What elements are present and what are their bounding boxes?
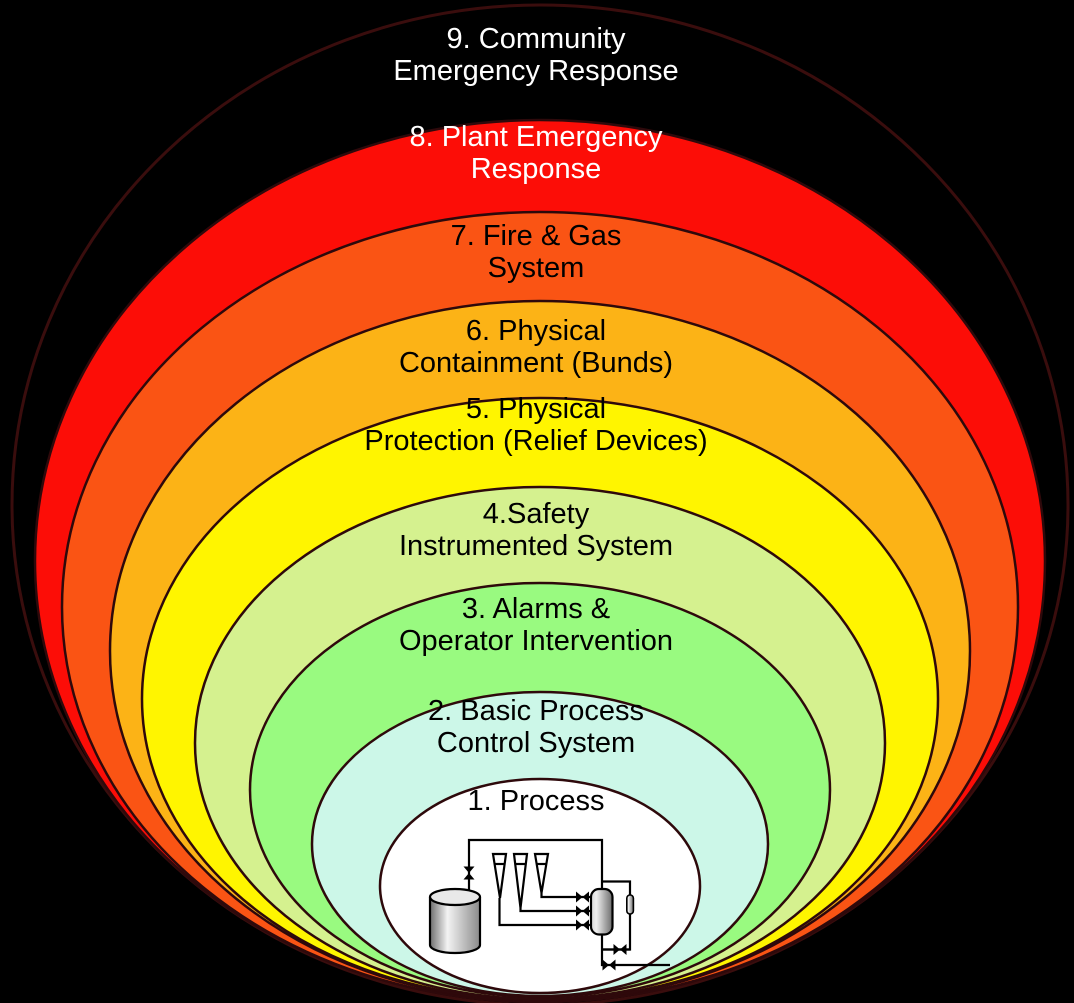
layer-8-label: 8. Plant Emergency Response [409, 121, 662, 185]
valve-icon [602, 959, 616, 971]
layer-label-line: 5. Physical [465, 393, 607, 425]
layer-7-label: 7. Fire & Gas System [451, 220, 622, 284]
process-vessel-icon [589, 887, 614, 936]
valve-icon [576, 891, 589, 903]
layer-label-line: Emergency Response [393, 55, 679, 87]
cyclone-hopper-icon [512, 852, 529, 909]
valve-icon [463, 866, 475, 880]
valve-icon [613, 944, 627, 955]
layer-label-line: 6. Physical [465, 315, 607, 347]
layer-label-line: 3. Alarms & [461, 593, 611, 625]
layer-label-line: Operator Intervention [398, 625, 674, 657]
storage-tank-icon [428, 887, 482, 955]
layer-3-label: 3. Alarms & Operator Intervention [399, 593, 673, 657]
layer-label-line: 2. Basic Process [428, 695, 644, 727]
layer-label-line: 7. Fire & Gas [450, 220, 622, 252]
onion-rings [10, 3, 1070, 1003]
layer-label-line: 4.Safety [482, 498, 590, 530]
layer-2-label: 2. Basic Process Control System [428, 695, 644, 759]
valve-icon [576, 905, 589, 917]
layer-6-label: 6. Physical Containment (Bunds) [399, 315, 673, 379]
layer-label-line: Instrumented System [399, 530, 673, 562]
layer-1-label: 1. Process [468, 785, 605, 817]
cyclone-hopper-icons [491, 852, 550, 909]
layer-label-line: Response [470, 153, 602, 185]
layer-9-label: 9. Community Emergency Response [393, 23, 678, 87]
layer-label-line: Control System [436, 727, 636, 759]
layer-label-line: 9. Community [446, 23, 626, 55]
layer-label-line: 8. Plant Emergency [409, 121, 663, 153]
layer-4-label: 4.Safety Instrumented System [399, 498, 673, 562]
layer-label-line: Containment (Bunds) [398, 347, 674, 379]
layer-5-label: 5. Physical Protection (Relief Devices) [364, 393, 707, 457]
layer-label-line: Protection (Relief Devices) [364, 425, 708, 457]
layer-label-line: 1. Process [467, 785, 605, 817]
valve-icons [463, 866, 627, 971]
process-flow-sketch [428, 838, 670, 971]
level-gauge-icon [625, 894, 635, 915]
valve-icon [576, 919, 589, 931]
layer-label-line: System [487, 252, 585, 284]
